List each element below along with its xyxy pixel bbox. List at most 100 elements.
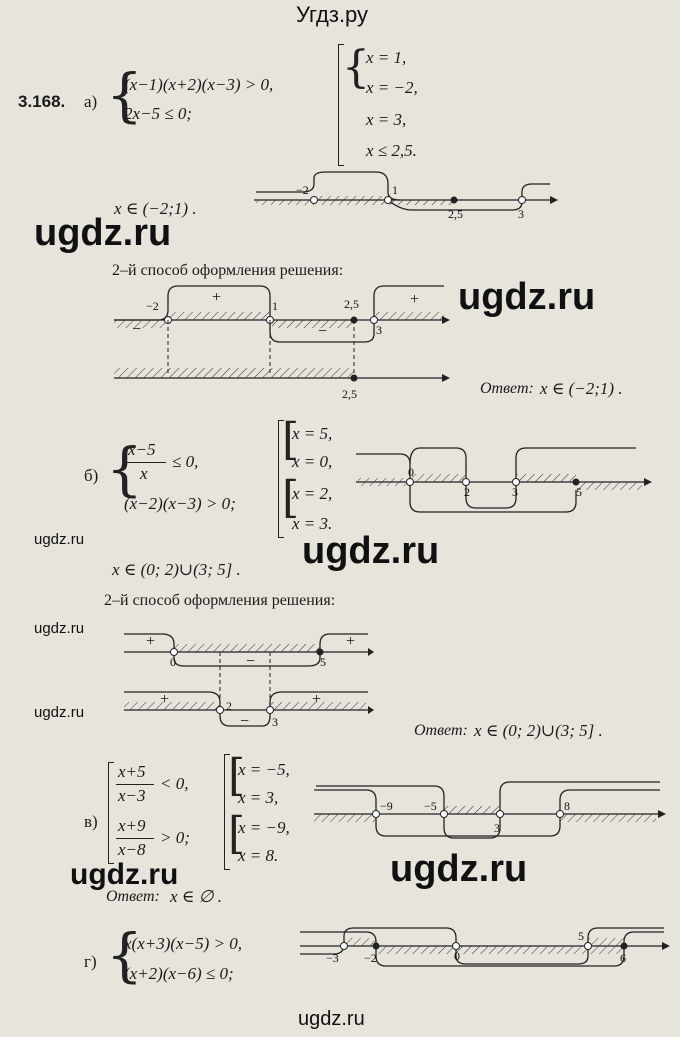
number-line-diagram: −3 −2 0 5 6 (300, 927, 670, 967)
inequality: (x+2)(x−6) ≤ 0; (124, 964, 234, 983)
number-line-diagram: −2 1 2,5 3 2,5 + − − + (114, 285, 450, 401)
watermark: ugdz.ru (390, 848, 528, 890)
inequality: (x−2)(x−3) > 0; (124, 494, 236, 513)
tick-label: −2 (146, 299, 159, 313)
root: x = 1, (366, 48, 407, 67)
watermark: ugdz.ru (458, 276, 596, 318)
tick-label: −3 (326, 951, 339, 965)
tick-label: 5 (320, 655, 326, 669)
tick-label: + (410, 291, 419, 308)
number-line-diagram: 0 2 3 5 (356, 447, 652, 513)
root: x = 2, (292, 484, 333, 503)
fraction-num: x+9 (118, 816, 146, 835)
tick-label: + (212, 289, 221, 306)
tick-label: + (312, 691, 321, 708)
tick-label: 5 (576, 485, 582, 499)
tick-label: 8 (564, 799, 570, 813)
part-label: б) (84, 466, 99, 485)
root: x = 3, (238, 788, 279, 807)
root: x = −9, (238, 818, 290, 837)
fraction-bar (126, 462, 166, 463)
system-brace: [ (282, 472, 300, 523)
tick-label: 3 (518, 207, 524, 221)
inequality-rel: < 0, (160, 774, 189, 793)
tick-label: 0 (408, 465, 414, 479)
tick-label: + (346, 633, 355, 650)
site-footer[interactable]: ugdz.ru (298, 1008, 365, 1030)
root: x = −2, (366, 78, 418, 97)
system-brace: [ (282, 414, 300, 465)
tick-label: 2 (464, 485, 470, 499)
tick-label: − (318, 323, 327, 340)
tick-label: −2 (364, 951, 377, 965)
tick-label: 3 (512, 485, 518, 499)
system-brace: { (106, 61, 143, 129)
inequality: (x−1)(x+2)(x−3) > 0, (124, 75, 274, 94)
fraction-num: x−5 (128, 440, 156, 459)
answer-label: Ответ: (414, 722, 468, 739)
tick-label: 3 (272, 715, 278, 729)
tick-label: 6 (620, 951, 626, 965)
fraction-bar (116, 784, 154, 785)
site-header[interactable]: Угдз.ру (296, 2, 369, 27)
root: x = 0, (292, 452, 333, 471)
union-bracket (278, 420, 284, 538)
root: x = −5, (238, 760, 290, 779)
answer-label: Ответ: (480, 380, 534, 397)
inequality-rel: ≤ 0, (172, 452, 199, 471)
root: x = 3, (366, 110, 407, 129)
inequality: x(x+3)(x−5) > 0, (124, 934, 242, 953)
watermark: ugdz.ru (70, 858, 179, 891)
solution: x ∈ (0; 2)∪(3; 5] . (112, 560, 241, 579)
tick-label: 0 (170, 655, 176, 669)
system-brace: { (106, 435, 143, 503)
fraction-den: x−8 (118, 840, 146, 859)
tick-label: 0 (454, 949, 460, 963)
answer: x ∈ (0; 2)∪(3; 5] . (474, 721, 603, 740)
watermark: ugdz.ru (34, 212, 172, 254)
answer: x ∈ (−2;1) . (540, 379, 623, 398)
tick-label: 5 (578, 929, 584, 943)
fraction-den: x (140, 464, 148, 483)
number-line-diagram: −2 1 2,5 3 (254, 171, 558, 221)
root: x = 5, (292, 424, 333, 443)
part-label: в) (84, 812, 98, 831)
part-label: г) (84, 952, 97, 971)
tick-label: 1 (392, 183, 398, 197)
tick-label: − (246, 653, 255, 670)
tick-label: + (146, 633, 155, 650)
tick-label: 2,5 (344, 297, 359, 311)
tick-label: − (132, 321, 141, 338)
tick-label: 3 (376, 323, 382, 337)
system-brace: [ (228, 808, 246, 859)
answer: x ∈ ∅ . (170, 887, 222, 906)
watermark: ugdz.ru (34, 620, 85, 637)
tick-label: − (240, 713, 249, 730)
tick-label: −5 (424, 799, 437, 813)
fraction-num: x+5 (118, 762, 146, 781)
tick-label: 2 (226, 699, 232, 713)
tick-label: −2 (296, 183, 309, 197)
system-brace: [ (228, 750, 246, 801)
root: x = 8. (238, 846, 279, 865)
union-bracket (108, 762, 114, 864)
fraction-bar (116, 838, 154, 839)
tick-label: −9 (380, 799, 393, 813)
watermark: ugdz.ru (34, 531, 85, 548)
union-bracket (224, 754, 230, 870)
answer-label: Ответ: (106, 888, 160, 905)
root: x = 3. (292, 514, 333, 533)
union-bracket (338, 44, 344, 166)
number-line-diagram: −9 −5 3 8 (314, 781, 666, 839)
system-brace: { (342, 42, 370, 93)
tick-label: 3 (494, 821, 500, 835)
number-line-diagram: 0 5 2 3 + − + + − + (124, 633, 374, 730)
solution: x ∈ (−2;1) . (114, 199, 197, 218)
tick-label: + (160, 691, 169, 708)
method2-title: 2–й способ оформления решения: (104, 592, 336, 609)
system-brace: { (106, 921, 143, 989)
tick-label: 2,5 (342, 387, 357, 401)
fraction-den: x−3 (118, 786, 146, 805)
watermark: ugdz.ru (302, 530, 440, 572)
tick-label: 2,5 (448, 207, 463, 221)
